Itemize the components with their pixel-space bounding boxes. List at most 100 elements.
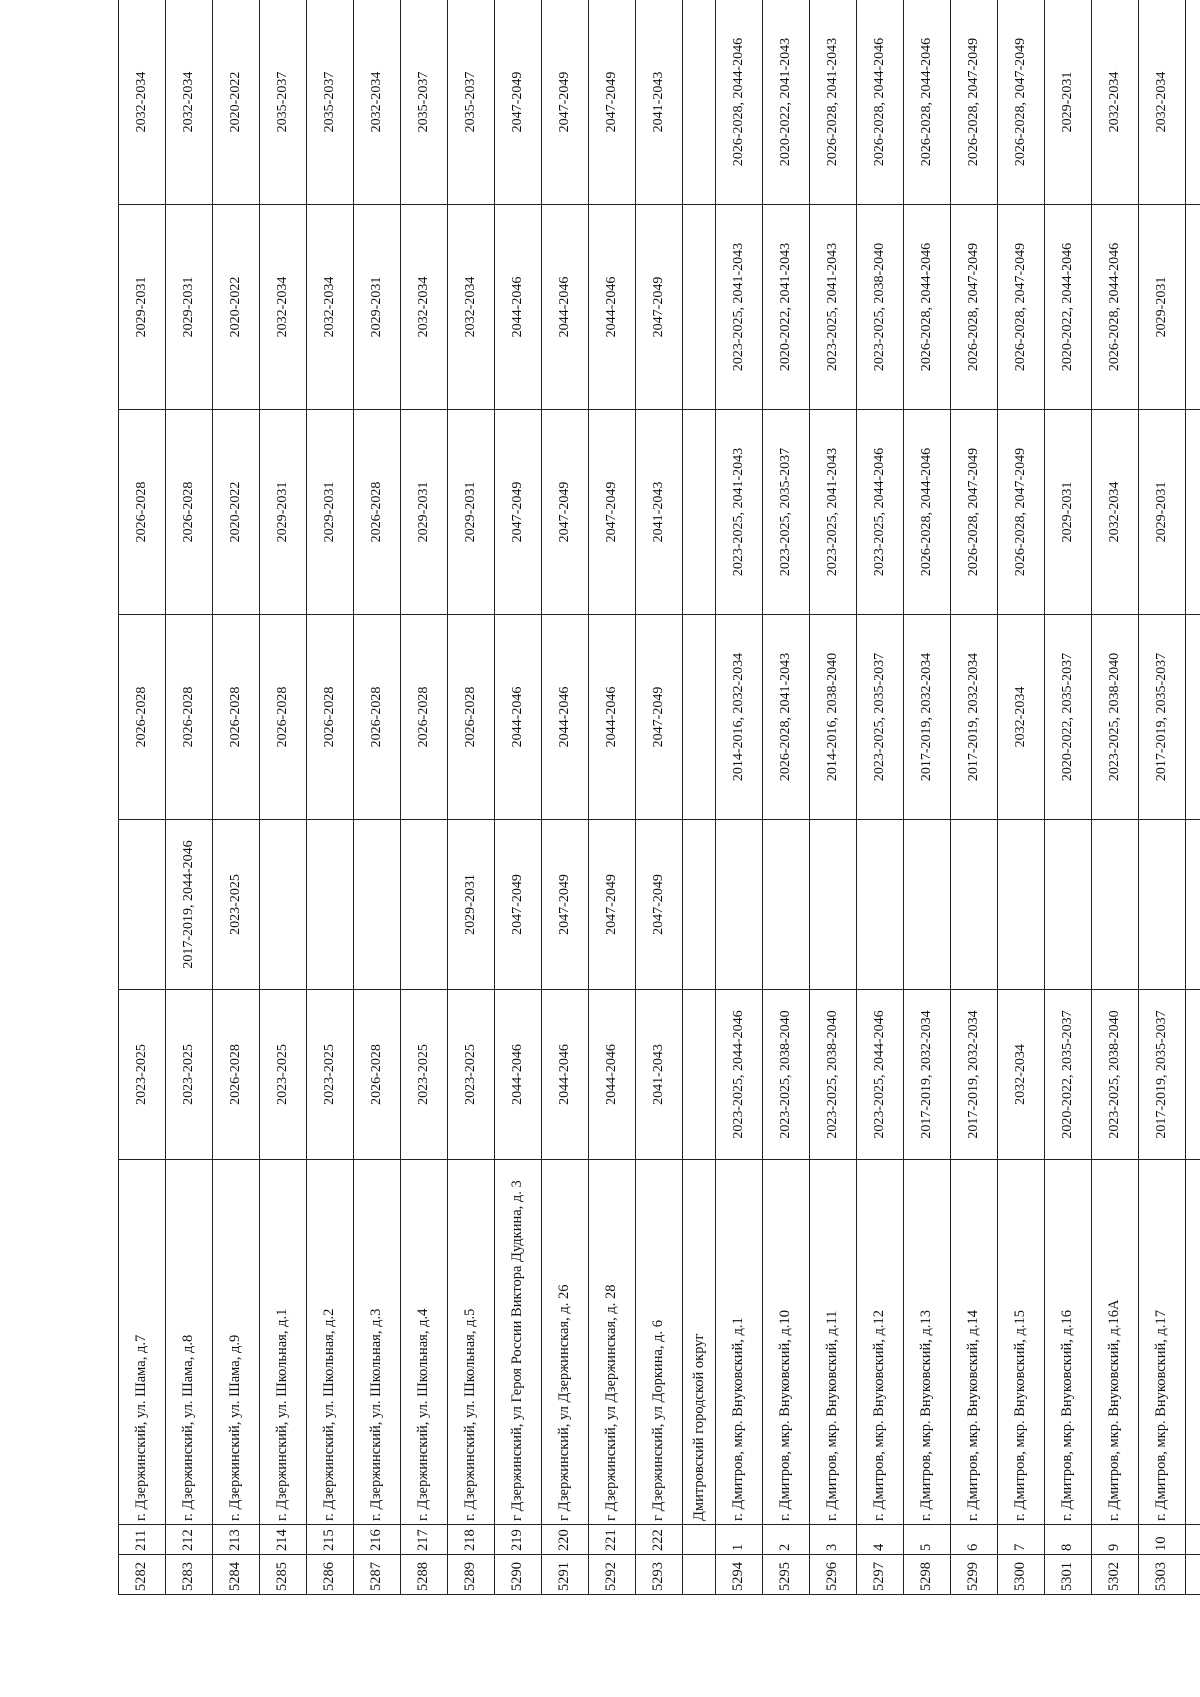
cell-period-6: 2026-2028, 2047-2049 — [997, 0, 1045, 205]
cell-period-5: 2029-2031 — [165, 204, 213, 410]
cell-period-2 — [1044, 819, 1092, 990]
cell-period-5: 2032-2034 — [259, 204, 307, 410]
cell-period-2: 2047-2049 — [588, 819, 636, 990]
cell-period-5: 2032-2034 — [400, 204, 448, 410]
cell-period-1: 2023-2025 — [400, 989, 448, 1160]
cell-period-2 — [950, 819, 998, 990]
cell-period-3: 2026-2028 — [118, 614, 166, 820]
cell-address: г. Дмитров, мкр. Внуковский, д.17 — [1138, 1159, 1186, 1525]
cell-period-5: 2032-2034 — [447, 204, 495, 410]
cell-period-6: 2035-2037 — [447, 0, 495, 205]
cell-period-2: 2047-2049 — [494, 819, 542, 990]
cell-period-1: 2044-2046 — [588, 989, 636, 1160]
cell-period-5: 2020-2022, 2041-2043 — [762, 204, 810, 410]
cell-period-2: 2023-2025 — [212, 819, 260, 990]
cell-period-2 — [353, 819, 401, 990]
cell-period-2: 2047-2049 — [541, 819, 589, 990]
cell-period-5: 2026-2028, 2047-2049 — [950, 204, 998, 410]
cell-serial-number: 5296 — [809, 1554, 857, 1595]
cell-address: г. Дмитров, мкр. Внуковский, д.14 — [950, 1159, 998, 1525]
cell-period-4: 2023-2025, 2041-2043 — [715, 409, 763, 615]
cell-period-3: 2026-2028, 2041-2043 — [1185, 614, 1200, 820]
cell-period-4: 2026-2028 — [353, 409, 401, 615]
cell-period-5: 2044-2046 — [494, 204, 542, 410]
cell-local-number: 217 — [400, 1524, 448, 1555]
cell-period-2 — [715, 819, 763, 990]
cell-serial-number: 5286 — [306, 1554, 354, 1595]
cell-period-4: 2032-2034 — [1091, 409, 1139, 615]
cell-period-5: 2029-2031 — [353, 204, 401, 410]
cell-local-number — [682, 1524, 716, 1555]
cell-period-6: 2035-2037 — [306, 0, 354, 205]
cell-period-3: 2026-2028 — [212, 614, 260, 820]
cell-address: г. Дзержинский, ул. Шама, д.7 — [118, 1159, 166, 1525]
cell-period-5: 2023-2025, 2041-2043 — [809, 204, 857, 410]
cell-period-2 — [1185, 819, 1200, 990]
cell-period-1: 2017-2019, 2035-2037 — [1138, 989, 1186, 1160]
cell-period-1: 2032-2034 — [997, 989, 1045, 1160]
cell-period-5: 2029-2031 — [118, 204, 166, 410]
cell-period-5 — [682, 204, 716, 410]
cell-period-4: 2026-2028 — [165, 409, 213, 615]
cell-local-number: 11 — [1185, 1524, 1200, 1555]
cell-period-4: 2026-2028, 2047-2049 — [950, 409, 998, 615]
cell-serial-number: 5293 — [635, 1554, 683, 1595]
cell-serial-number: 5287 — [353, 1554, 401, 1595]
cell-serial-number: 5290 — [494, 1554, 542, 1595]
cell-serial-number: 5292 — [588, 1554, 636, 1595]
cell-period-3: 2014-2016, 2038-2040 — [809, 614, 857, 820]
cell-period-3: 2026-2028 — [165, 614, 213, 820]
cell-period-3: 2017-2019, 2035-2037 — [1138, 614, 1186, 820]
cell-address: г. Дмитров, мкр. Внуковский, д.18 — [1185, 1159, 1200, 1525]
cell-period-1: 2023-2025 — [447, 989, 495, 1160]
cell-local-number: 219 — [494, 1524, 542, 1555]
cell-serial-number: 5288 — [400, 1554, 448, 1595]
cell-period-1: 2023-2025, 2044-2046 — [715, 989, 763, 1160]
cell-period-6: 2032-2034 — [118, 0, 166, 205]
cell-local-number: 220 — [541, 1524, 589, 1555]
cell-local-number: 221 — [588, 1524, 636, 1555]
cell-period-5: 2032-2034 — [1185, 204, 1200, 410]
cell-period-1: 2023-2025 — [306, 989, 354, 1160]
cell-address: г. Дзержинский, ул. Школьная, д.5 — [447, 1159, 495, 1525]
cell-local-number: 215 — [306, 1524, 354, 1555]
cell-period-6: 2035-2037 — [259, 0, 307, 205]
cell-period-4: 2029-2031 — [259, 409, 307, 615]
cell-period-3: 2032-2034 — [997, 614, 1045, 820]
cell-local-number: 216 — [353, 1524, 401, 1555]
cell-period-1: 2023-2025, 2038-2040 — [809, 989, 857, 1160]
cell-period-1: 2044-2046 — [494, 989, 542, 1160]
cell-period-1: 2026-2028 — [353, 989, 401, 1160]
cell-period-4: 2026-2028, 2044-2046 — [903, 409, 951, 615]
cell-period-3: 2026-2028 — [447, 614, 495, 820]
cell-period-4: 2047-2049 — [494, 409, 542, 615]
cell-period-5: 2029-2031 — [1138, 204, 1186, 410]
cell-serial-number: 5298 — [903, 1554, 951, 1595]
cell-serial-number: 5301 — [1044, 1554, 1092, 1595]
cell-address: г Дзержинский, ул Героя России Виктора Д… — [494, 1159, 542, 1525]
cell-period-3: 2026-2028 — [259, 614, 307, 820]
cell-address: г Дзержинский, ул Дзержинская, д. 28 — [588, 1159, 636, 1525]
cell-period-5: 2047-2049 — [635, 204, 683, 410]
cell-period-4: 2023-2025, 2035-2037 — [762, 409, 810, 615]
cell-address: г. Дмитров, мкр. Внуковский, д.1 — [715, 1159, 763, 1525]
table-row: Дмитровский городской округ — [682, 0, 716, 1595]
cell-period-6: 2026-2028, 2044-2046 — [856, 0, 904, 205]
cell-period-6: 2032-2034 — [1185, 0, 1200, 205]
cell-period-3: 2044-2046 — [588, 614, 636, 820]
cell-period-4: 2020-2022 — [212, 409, 260, 615]
cell-period-3: 2044-2046 — [541, 614, 589, 820]
cell-period-6: 2032-2034 — [165, 0, 213, 205]
